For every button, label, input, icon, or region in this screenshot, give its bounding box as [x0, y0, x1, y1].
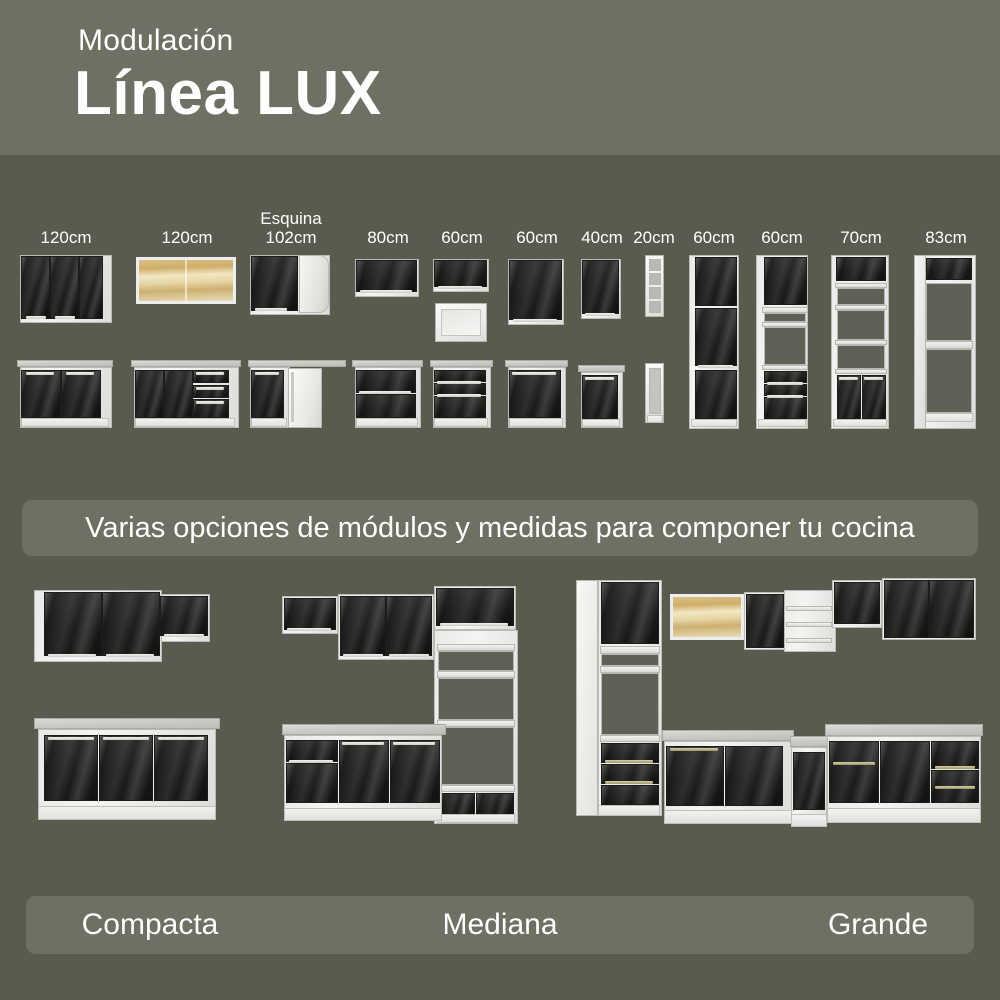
pantry-cabinet-shelves — [831, 255, 889, 429]
module-label: 120cm — [40, 228, 92, 247]
wall-cabinet — [433, 259, 489, 292]
scene-label-grande: Grande — [827, 908, 929, 941]
tall-open-cabinet — [914, 255, 976, 429]
scene-compacta — [20, 566, 270, 891]
base-cabinet-drawers — [131, 360, 241, 428]
bottom-banner: Compacta Mediana Grande — [26, 896, 974, 954]
kitchen-scenes — [0, 566, 1000, 891]
module-grid: 120cm — [0, 155, 1000, 465]
open-shelf-box — [435, 303, 487, 342]
scene-mediana — [278, 566, 543, 891]
grande-wall-right — [832, 578, 980, 656]
base-cabinet-1door — [505, 360, 568, 428]
grande-corner-shelves — [784, 590, 836, 652]
mid-banner-text: Varias opciones de módulos y medidas par… — [85, 511, 915, 544]
grande-wall-glass — [662, 592, 787, 658]
base-cabinet-2drawer — [352, 360, 423, 428]
open-shelf-unit — [645, 255, 664, 317]
header-kicker: Modulación — [78, 24, 234, 57]
wall-cabinet-narrow — [581, 259, 621, 319]
module-label: 70cm — [840, 228, 882, 247]
module-label: 60cm — [761, 228, 803, 247]
scene-grande — [570, 566, 985, 891]
grande-pantry-left — [576, 580, 662, 816]
grande-base-right-leg — [825, 724, 983, 828]
scene-label-mediana: Mediana — [442, 908, 558, 941]
module-label: 83cm — [925, 228, 967, 247]
header-band: Modulación Línea LUX — [0, 0, 1000, 155]
wall-cabinet — [355, 259, 419, 297]
compacta-base-run — [34, 718, 220, 824]
grande-base-left-leg — [662, 730, 794, 826]
pantry-cabinet-oven — [756, 255, 808, 429]
module-label: Esquina 102cm — [260, 209, 322, 247]
scene-label-compacta: Compacta — [81, 908, 219, 941]
corner-base-cabinet — [248, 360, 346, 428]
base-cabinet — [17, 360, 113, 428]
mid-banner: Varias opciones de módulos y medidas par… — [22, 500, 978, 556]
mediana-base-run — [282, 724, 446, 824]
module-label: 120cm — [161, 228, 213, 247]
module-label: 80cm — [367, 228, 409, 247]
pantry-cabinet-3door — [689, 255, 739, 429]
grande-base-corner — [790, 736, 828, 828]
wall-cabinet — [20, 255, 112, 323]
page-title: Línea LUX — [74, 59, 382, 128]
base-cabinet-3drawer — [430, 360, 493, 428]
compacta-wall-run — [34, 590, 214, 662]
open-base-unit — [645, 363, 664, 423]
module-label: 60cm — [693, 228, 735, 247]
module-label: 60cm — [441, 228, 483, 247]
module-label: 20cm — [633, 228, 675, 247]
mediana-wall-run — [282, 586, 537, 670]
glass-wall-cabinet — [136, 257, 236, 304]
module-label: 60cm — [516, 228, 558, 247]
mediana-pantry — [434, 630, 518, 824]
base-cabinet-narrow — [578, 365, 625, 428]
corner-wall-cabinet — [250, 255, 330, 315]
wall-cabinet-tall — [508, 259, 564, 325]
module-label: 40cm — [581, 228, 623, 247]
